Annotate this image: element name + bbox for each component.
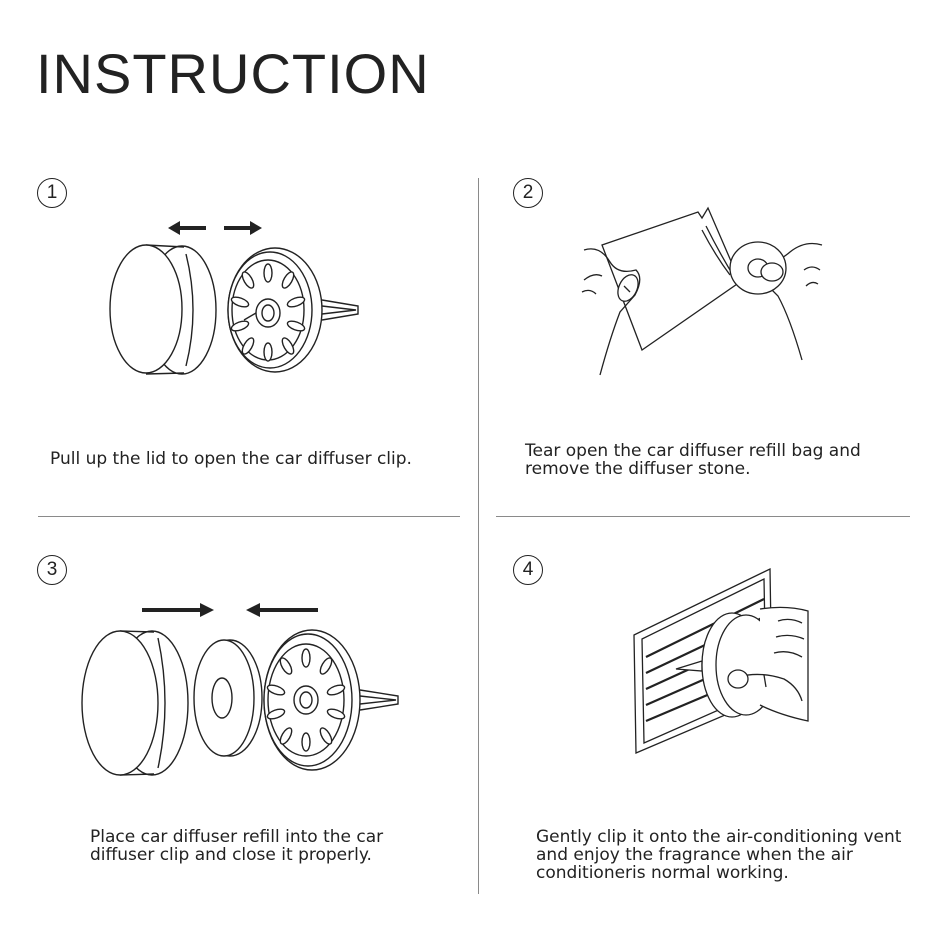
step-3-illustration: [81, 603, 399, 776]
step-1-illustration: [109, 221, 359, 375]
arrow-right-icon: [142, 603, 214, 617]
refill-stone-illustration: [193, 639, 263, 757]
step-2-caption: Tear open the car diffuser refill bag an…: [525, 441, 861, 479]
horizontal-divider-right: [496, 516, 910, 517]
lid-illustration: [81, 630, 189, 776]
vertical-divider: [478, 178, 479, 894]
step-1-caption: Pull up the lid to open the car diffuser…: [50, 449, 412, 469]
step-3-caption: Place car diffuser refill into the car d…: [90, 827, 384, 865]
arrow-left-icon: [168, 221, 206, 235]
clip-illustration: [227, 247, 359, 373]
step-4-caption: Gently clip it onto the air-conditioning…: [536, 827, 902, 883]
arrow-left-icon: [246, 603, 318, 617]
arrow-right-icon: [224, 221, 262, 235]
refill-bag-illustration: [601, 206, 741, 352]
step-1-number: 1: [37, 178, 67, 208]
clip-illustration: [263, 629, 399, 771]
refill-stone-illustration: [729, 241, 787, 295]
step-4-illustration: [633, 567, 809, 754]
hand-illustration: [581, 242, 823, 376]
step-4-number: 4: [513, 555, 543, 585]
lid-illustration: [109, 244, 217, 375]
step-2-number: 2: [513, 178, 543, 208]
horizontal-divider-left: [38, 516, 460, 517]
page-title: INSTRUCTION: [36, 42, 430, 105]
hand-illustration: [727, 606, 809, 722]
step-2-illustration: [581, 206, 823, 376]
step-3-number: 3: [37, 555, 67, 585]
